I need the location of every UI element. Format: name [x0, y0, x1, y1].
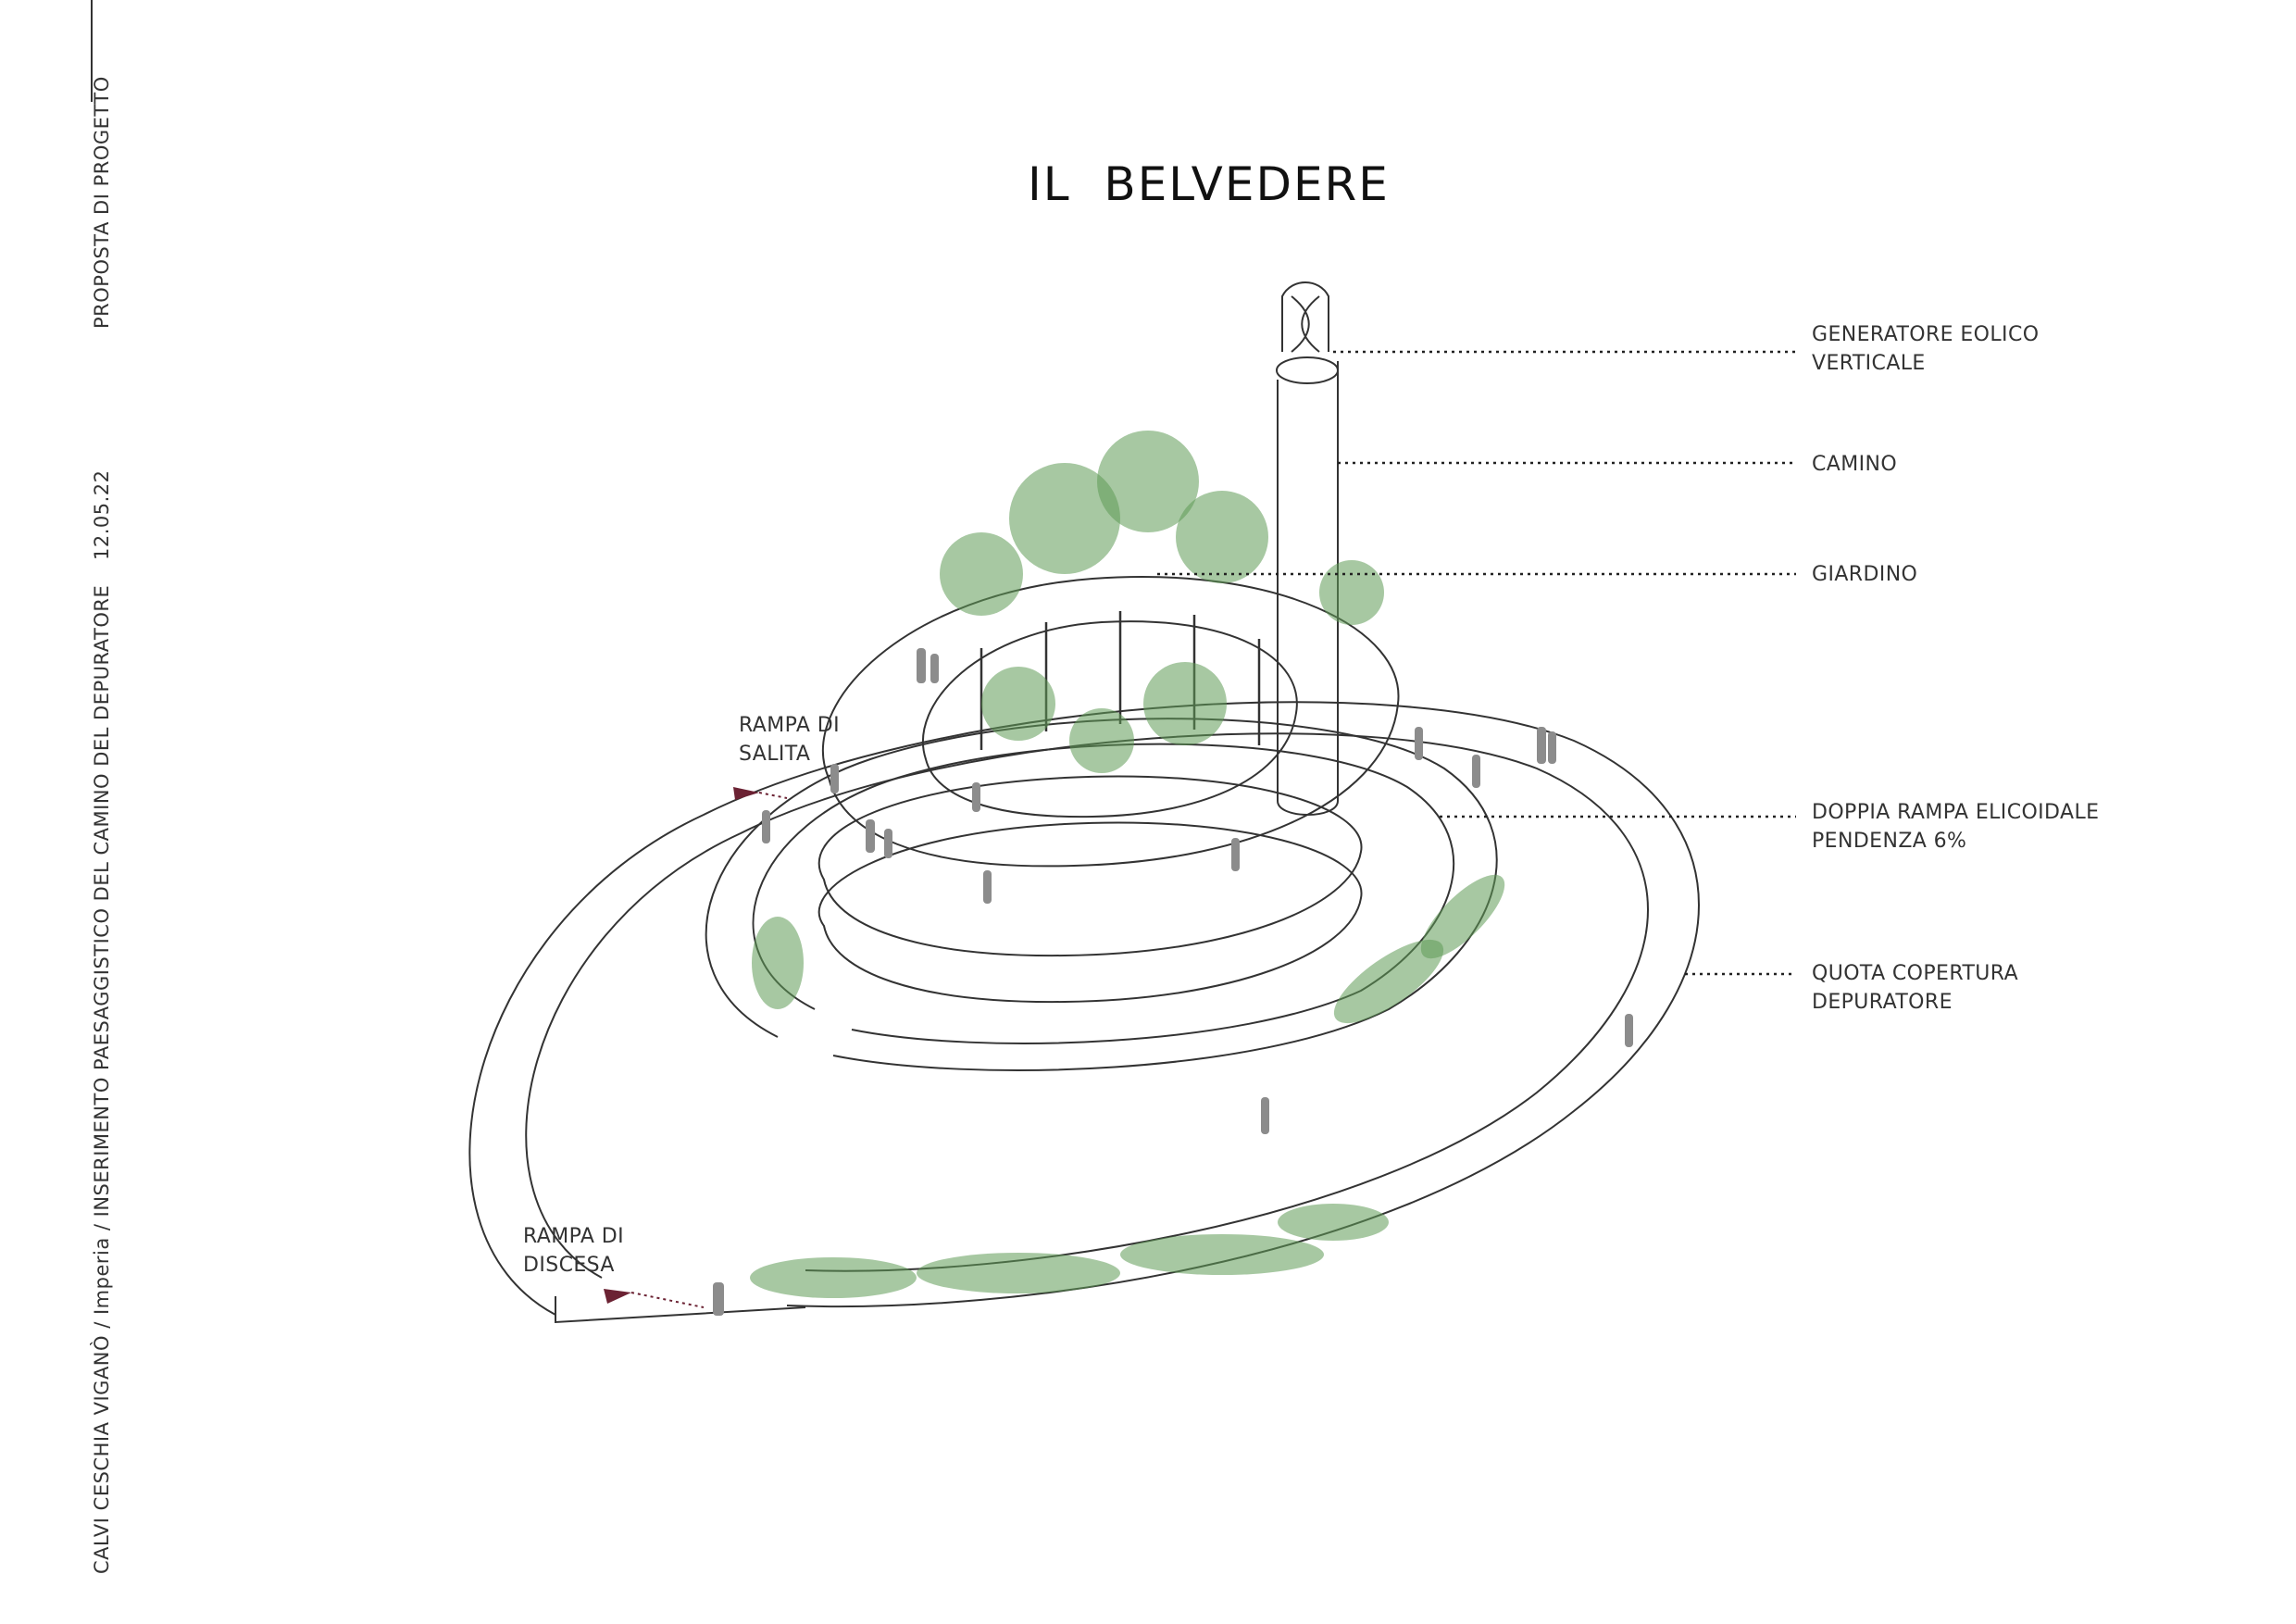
ascent-arrow-icon — [733, 787, 759, 800]
label-doppia-rampa-line2: PENDENZA 6% — [1812, 830, 1967, 853]
outer-ramp-inner-edge — [525, 732, 1649, 1279]
label-generatore-line1: GENERATORE EOLICO — [1812, 323, 2040, 346]
descent-ramp-end — [555, 1296, 806, 1324]
label-giardino: GIARDINO — [1812, 563, 1918, 586]
label-doppia-rampa-line1: DOPPIA RAMPA ELICOIDALE — [1812, 801, 2100, 824]
vegetation — [750, 431, 1505, 1298]
label-generatore-line2: VERTICALE — [1812, 352, 1926, 375]
top-ring-outer — [822, 575, 1400, 868]
people — [713, 648, 1633, 1316]
wind-generator — [1281, 281, 1329, 353]
descent-arrow-icon — [604, 1289, 631, 1304]
label-doppia-rampa: DOPPIA RAMPA ELICOIDALE PENDENZA 6% — [1812, 798, 2099, 856]
label-rampa-salita-line2: SALITA — [739, 743, 811, 766]
ring-lower — [817, 821, 1363, 1004]
label-rampa-salita: RAMPA DI SALITA — [739, 711, 840, 768]
label-camino: CAMINO — [1812, 453, 1898, 476]
middle-ramp-outer-edge — [705, 718, 1498, 1071]
label-rampa-salita-line1: RAMPA DI — [739, 714, 840, 737]
top-ring-inner — [921, 620, 1298, 818]
direction-arrows — [604, 787, 759, 1304]
label-quota: QUOTA COPERTURA DEPURATORE — [1812, 959, 2018, 1017]
label-quota-line2: DEPURATORE — [1812, 991, 1953, 1014]
chimney-top — [1276, 356, 1339, 384]
label-quota-line1: QUOTA COPERTURA — [1812, 962, 2019, 985]
page-title: IL BELVEDERE — [1028, 157, 1390, 211]
label-rampa-discesa: RAMPA DI DISCESA — [523, 1222, 624, 1280]
label-rampa-discesa-line1: RAMPA DI — [523, 1225, 624, 1248]
label-rampa-discesa-line2: DISCESA — [523, 1254, 615, 1277]
leader-lines — [1157, 350, 1796, 976]
label-generatore: GENERATORE EOLICO VERTICALE — [1812, 320, 2039, 378]
outer-ramp-outer-edge — [468, 701, 1700, 1316]
ring-middle — [817, 775, 1363, 957]
middle-ramp-inner-edge — [752, 743, 1455, 1044]
chimney — [1277, 361, 1339, 816]
sidebar-rule — [91, 0, 93, 102]
